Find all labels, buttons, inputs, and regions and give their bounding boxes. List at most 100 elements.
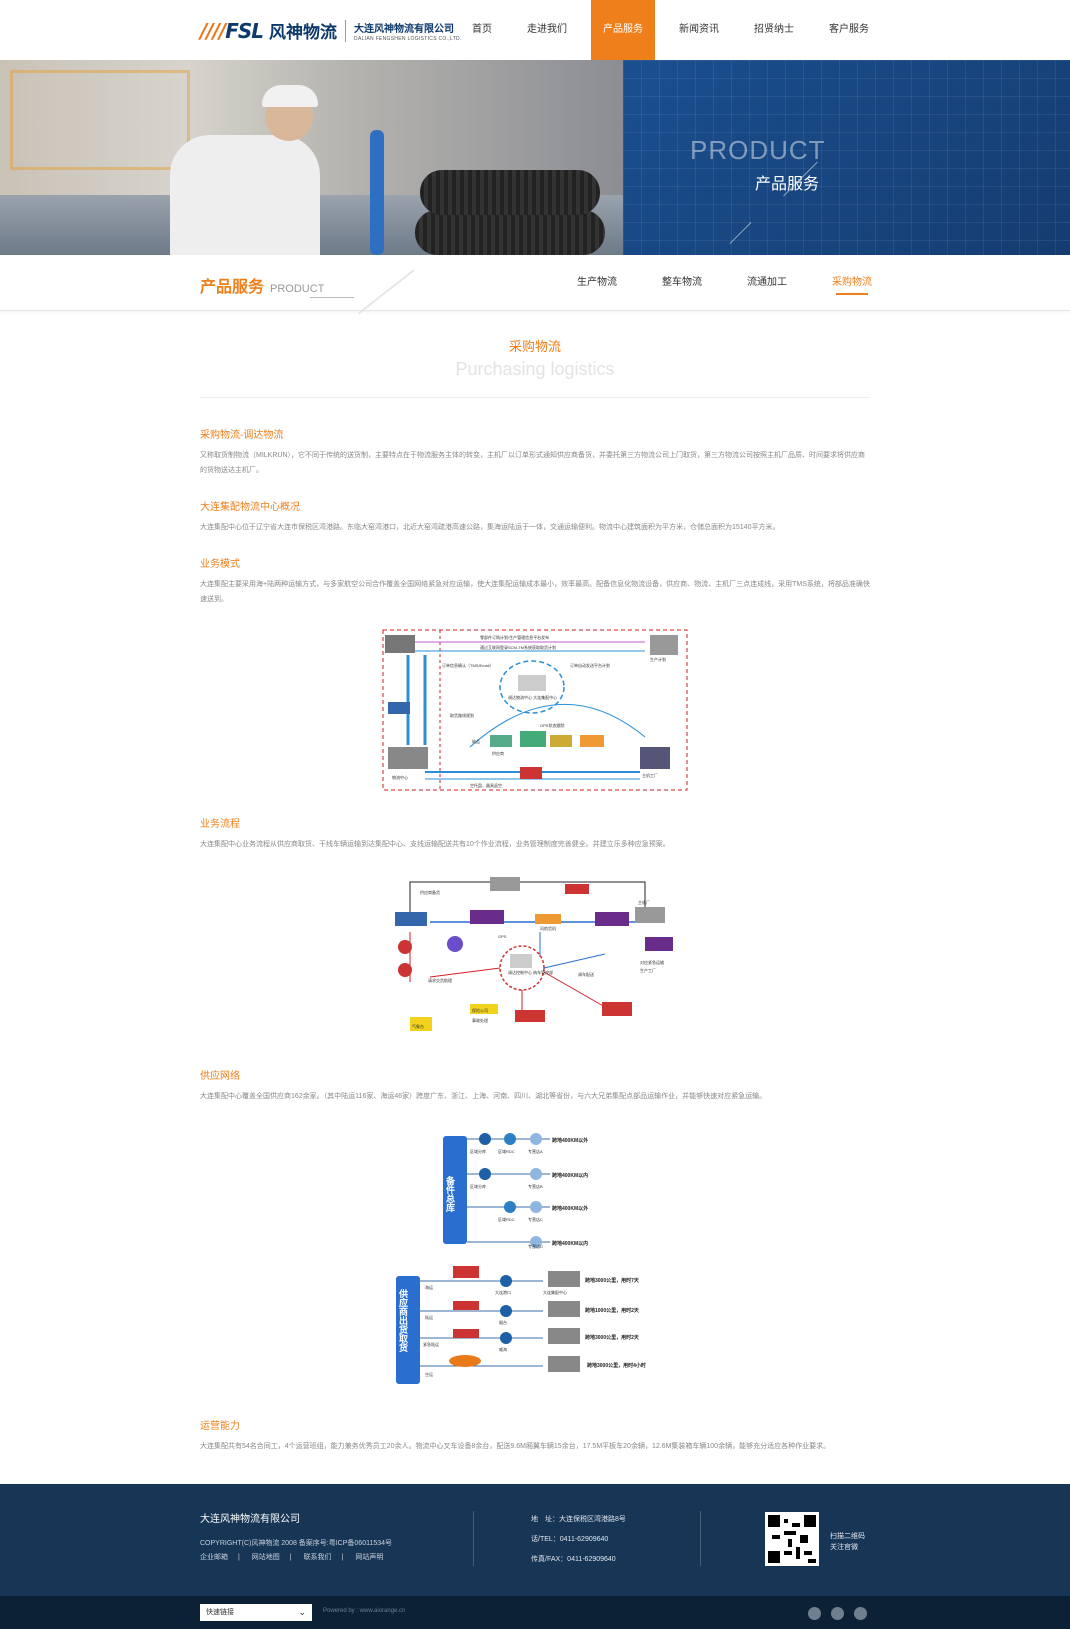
nav-customer-service[interactable]: 客户服务 xyxy=(829,24,869,35)
site-footer: 大连风神物流有限公司 COPYRIGHT(C)风神物流 2008 备案序号:粤I… xyxy=(0,1484,1070,1596)
section-text: 大连集配中心位于辽宁省大连市保税区湾港路。东临大窑湾港口，北近大窑湾疏港高速公路… xyxy=(200,524,780,531)
svg-text:空运: 空运 xyxy=(425,1371,433,1377)
business-process-diagram: 供应商备货 风航货机 GPS 调达控制中心 纳车管控部 请求交货助理 保险公司 … xyxy=(395,877,673,1031)
nav-careers[interactable]: 招贤纳士 xyxy=(754,24,794,35)
footer-link-mail[interactable]: 企业邮箱 xyxy=(200,1554,228,1561)
site-header: ////FSL 风神物流 大连风神物流有限公司 DALIAN FENGSHEN … xyxy=(0,0,1070,60)
banner-title-en: PRODUCT xyxy=(690,135,826,165)
svg-text:调车配送: 调车配送 xyxy=(578,971,594,977)
svg-text:专营店D: 专营店D xyxy=(528,1243,543,1249)
svg-text:气象台: 气象台 xyxy=(412,1023,424,1029)
svg-text:专营店A: 专营店A xyxy=(528,1148,543,1154)
tab-purchasing-logistics[interactable]: 采购物流 xyxy=(832,255,872,311)
qr-caption: 扫描二维码 关注官微 xyxy=(830,1533,865,1551)
section-text: 大连集配中心覆盖全国供应商162余家。（其中陆运116家、海运46家）跨度广东、… xyxy=(200,1093,767,1100)
logo-mark: ////FSL xyxy=(200,18,264,43)
section-heading: 供应网络 xyxy=(200,1071,240,1082)
nav-news[interactable]: 新闻资讯 xyxy=(679,24,719,35)
svg-text:供应商出货取货: 供应商出货取货 xyxy=(397,1288,408,1353)
page-banner: PRODUCT 产品服务 xyxy=(0,60,1070,255)
svg-text:对应紧急运输: 对应紧急运输 xyxy=(640,959,664,965)
footer-copyright: COPYRIGHT(C)风神物流 2008 备案序号:粤ICP备06011534… xyxy=(200,1540,393,1547)
svg-text:风航货机: 风航货机 xyxy=(540,925,556,931)
quick-links-select[interactable]: 快速链接⌄ xyxy=(200,1604,312,1621)
svg-text:通过互联网登录SCM-TM系统获取取货计划: 通过互联网登录SCM-TM系统获取取货计划 xyxy=(480,644,556,650)
section-heading: 业务模式 xyxy=(200,559,240,570)
section-supply-network: 供应网络 大连集配中心覆盖全国供应商162余家。（其中陆运116家、海运46家）… xyxy=(200,1067,870,1104)
svg-text:威海: 威海 xyxy=(499,1346,507,1352)
wechat-icon[interactable] xyxy=(808,1607,821,1620)
weibo-icon[interactable] xyxy=(831,1607,844,1620)
divider xyxy=(200,397,870,398)
main-nav: 首页 走进我们 产品服务 新闻资讯 招贤纳士 客户服务 xyxy=(448,0,880,60)
svg-text:备件总库: 备件总库 xyxy=(445,1175,456,1213)
svg-text:跨地400KM以外: 跨地400KM以外 xyxy=(552,1137,588,1144)
svg-text:紧急陆运: 紧急陆运 xyxy=(423,1341,439,1347)
svg-text:GPS状态跟踪: GPS状态跟踪 xyxy=(540,722,564,728)
svg-text:订单自动发送平台计划: 订单自动发送平台计划 xyxy=(570,662,610,668)
banner-photo xyxy=(0,60,623,255)
svg-text:物流中心: 物流中心 xyxy=(392,774,408,780)
logo-divider xyxy=(345,19,347,42)
svg-text:保险公司: 保险公司 xyxy=(472,1007,488,1013)
qq-icon[interactable] xyxy=(854,1607,867,1620)
svg-text:陆运: 陆运 xyxy=(425,1314,433,1320)
svg-text:订单信息确认（TMS/Email）: 订单信息确认（TMS/Email） xyxy=(442,662,494,668)
banner-title-cn: 产品服务 xyxy=(755,176,820,193)
section-text: 大连集配主要采用海+陆两种运输方式，与多家航空公司合作覆盖全国网络紧急对应运输，… xyxy=(200,581,870,603)
spare-parts-network-diagram: 备件总库 区域分库 区域RDC 专营店A 跨地400KM以外 区域分库 专营店B… xyxy=(443,1133,588,1249)
svg-text:大连港口: 大连港口 xyxy=(495,1289,511,1295)
chevron-down-icon: ⌄ xyxy=(298,1607,306,1617)
svg-text:跨地400KM以内: 跨地400KM以内 xyxy=(552,1172,588,1179)
footer-link-contact[interactable]: 联系我们 xyxy=(303,1554,332,1561)
svg-text:调达控制中心 纳车管控部: 调达控制中心 纳车管控部 xyxy=(508,969,553,975)
section-business-model: 业务模式 大连集配主要采用海+陆两种运输方式，与多家航空公司合作覆盖全国网络紧急… xyxy=(200,555,870,607)
section-operating-capacity: 运营能力 大连集配共有54名合同工，4个运营班组，能力兼务优秀员工20余人。物流… xyxy=(200,1417,870,1454)
svg-text:区域RDC: 区域RDC xyxy=(498,1216,515,1222)
svg-text:专营店C: 专营店C xyxy=(528,1216,543,1222)
footer-link-statement[interactable]: 网站声明 xyxy=(355,1554,384,1561)
main-content: 采购物流 Purchasing logistics 采购物流-调达物流 又称取货… xyxy=(200,311,870,1454)
nav-home[interactable]: 首页 xyxy=(472,24,492,35)
qr-code-icon xyxy=(765,1512,819,1566)
logo-company-en: DALIAN FENGSHEN LOGISTICS CO.,LTD. xyxy=(354,35,462,42)
section-milkrun: 采购物流-调达物流 又称取货制物流（MILKRUN），它不同于传统的送货制，主要… xyxy=(200,426,870,478)
svg-text:主机工厂: 主机工厂 xyxy=(642,772,658,778)
site-logo[interactable]: ////FSL 风神物流 大连风神物流有限公司 DALIAN FENGSHEN … xyxy=(200,18,462,43)
footer-company: 大连风神物流有限公司 xyxy=(200,1514,300,1525)
svg-text:生产计划: 生产计划 xyxy=(650,656,666,662)
tab-vehicle-logistics[interactable]: 整车物流 xyxy=(662,277,702,288)
svg-text:空托盘、器具返空: 空托盘、器具返空 xyxy=(470,782,502,788)
nav-about[interactable]: 走进我们 xyxy=(527,24,567,35)
business-model-diagram: 零部件订购计划/生产管理信息平台发布 通过互联网登录SCM-TM系统获取取货计划… xyxy=(382,629,688,791)
svg-text:主机厂: 主机厂 xyxy=(638,899,650,905)
svg-text:供应商备货: 供应商备货 xyxy=(420,889,440,895)
svg-text:区域分库: 区域分库 xyxy=(470,1183,486,1189)
svg-text:区域分库: 区域分库 xyxy=(470,1148,486,1154)
section-heading: 大连集配物流中心概况 xyxy=(200,502,300,513)
svg-text:跨地1000公里，用时2天: 跨地1000公里，用时2天 xyxy=(585,1307,640,1314)
svg-text:区域RDC: 区域RDC xyxy=(498,1148,515,1154)
svg-text:供应商: 供应商 xyxy=(492,750,504,756)
content-title: 采购物流 xyxy=(508,339,561,354)
svg-text:取货路线规划: 取货路线规划 xyxy=(450,712,474,718)
svg-text:GPS: GPS xyxy=(498,934,507,939)
supplier-shipping-diagram: 供应商出货取货 海运 大连港口 大连集配中心 跨地3000公里，用时7天 陆运 … xyxy=(395,1266,646,1384)
tab-circulation-processing[interactable]: 流通加工 xyxy=(747,277,787,288)
svg-text:烟台: 烟台 xyxy=(499,1319,507,1325)
section-text: 大连集配中心业务流程从供应商取货、干线车辆运输到达集配中心、支线运输配送共有10… xyxy=(200,841,670,848)
tab-production-logistics[interactable]: 生产物流 xyxy=(577,277,617,288)
footer-tel: 话/TEL：0411-62909640 xyxy=(531,1536,609,1543)
svg-text:请求交货助理: 请求交货助理 xyxy=(428,977,452,983)
svg-text:跨地3000公里，用时4小时: 跨地3000公里，用时4小时 xyxy=(587,1362,646,1369)
section-text: 大连集配共有54名合同工，4个运营班组，能力兼务优秀员工20余人。物流中心叉车设… xyxy=(200,1443,831,1450)
nav-products[interactable]: 产品服务 xyxy=(591,0,655,60)
section-heading: 采购物流-调达物流 xyxy=(200,430,284,441)
footer-links: 企业邮箱| 网站地图| 联系我们| 网站声明 xyxy=(200,1554,384,1561)
footer-address: 地 址：大连保税区湾港路8号 xyxy=(531,1516,626,1523)
svg-text:纳品: 纳品 xyxy=(472,738,480,744)
footer-fax: 传真/FAX：0411-62909640 xyxy=(531,1556,616,1563)
footer-link-sitemap[interactable]: 网站地图 xyxy=(251,1554,280,1561)
